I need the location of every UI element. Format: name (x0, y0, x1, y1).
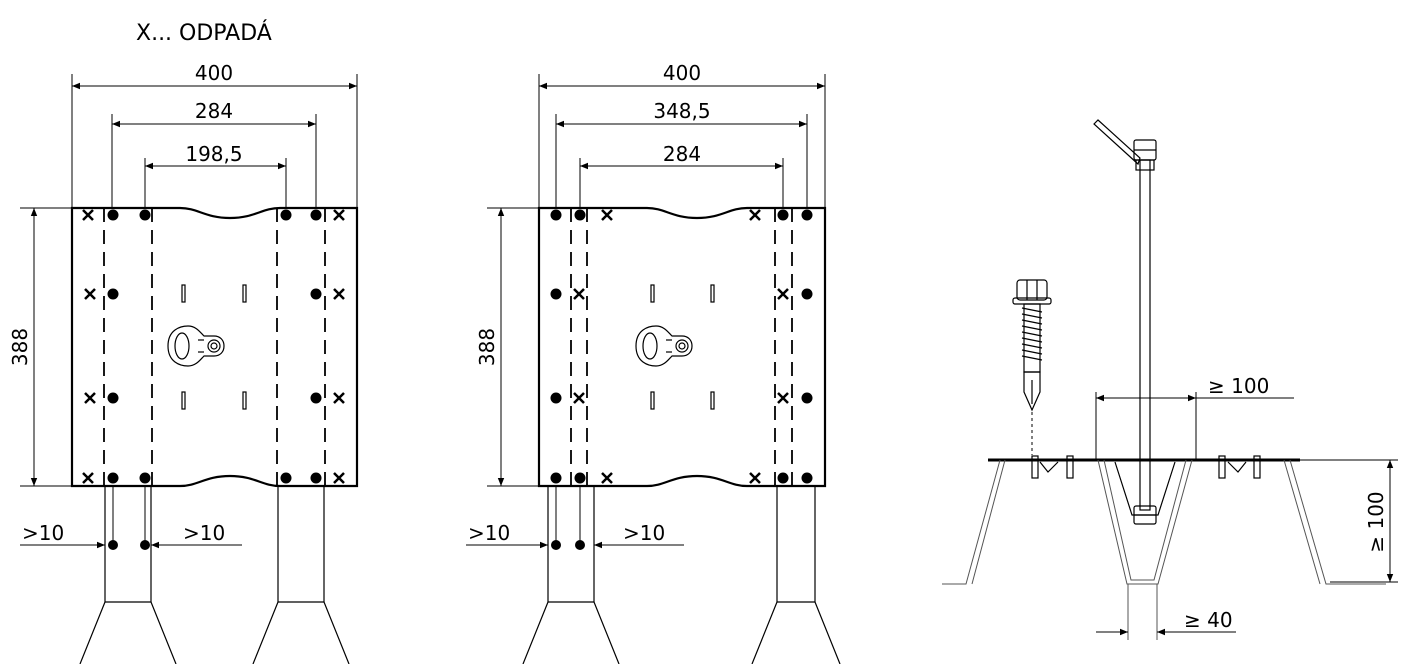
removed-marks (82, 209, 345, 484)
section-view: ≥ 100 ≥ 100 ≥ 40 (942, 119, 1398, 640)
dim-inner-label: 284 (663, 142, 701, 166)
removed-marks (573, 209, 789, 484)
dim-middle-label: 284 (195, 99, 233, 123)
edge-left-label: >10 (468, 521, 510, 545)
plate-outline (70, 206, 359, 488)
dim-width-label: ≥ 100 (1208, 374, 1269, 398)
edge-left-label: >10 (22, 521, 64, 545)
dim-bottom-label: ≥ 40 (1184, 608, 1233, 632)
plate-right: 400 348,5 284 388 (466, 61, 841, 665)
edge-right-label: >10 (623, 521, 665, 545)
fastener-dots (107, 209, 322, 484)
legend-text: X... ODPADÁ (136, 20, 272, 46)
anchor-rod (1093, 119, 1157, 525)
dim-height-label: 388 (475, 328, 499, 366)
edge-right-label: >10 (183, 521, 225, 545)
self-drilling-screw (1012, 279, 1052, 455)
profile-below (20, 486, 350, 665)
fastener-dots (550, 209, 813, 484)
dim-total-label: 400 (663, 61, 701, 85)
trapezoid-sheet (942, 455, 1386, 640)
profile-below (466, 486, 841, 665)
center-anchor-eye (167, 325, 225, 367)
plate-left: 400 284 198,5 388 (8, 61, 359, 665)
dim-height-label: ≥ 100 (1364, 491, 1388, 552)
dim-inner-label: 198,5 (185, 142, 242, 166)
center-anchor-eye (635, 325, 693, 367)
dim-height-label: 388 (8, 328, 32, 366)
dim-total-label: 400 (195, 61, 233, 85)
dim-middle-label: 348,5 (653, 99, 710, 123)
plate-outline (537, 206, 827, 488)
